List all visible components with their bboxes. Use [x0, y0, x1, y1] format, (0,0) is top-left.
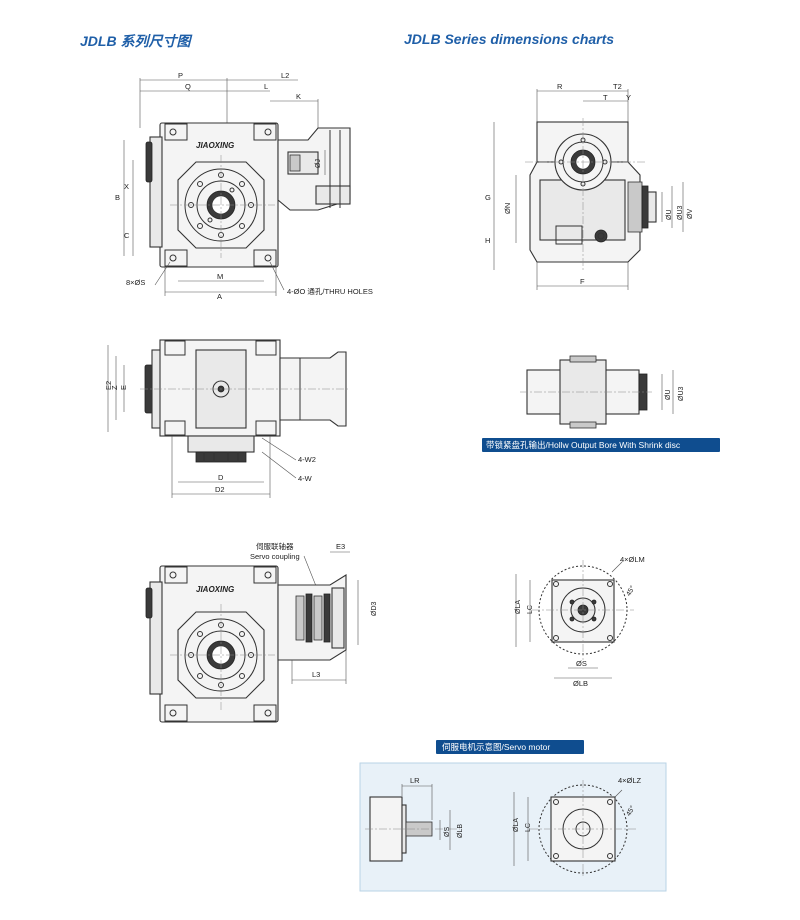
dim-W2: 4-W2 [298, 455, 316, 464]
dim-T: T [603, 93, 608, 102]
servo-coupling-view: 伺服联轴器 Servo coupling E3 JIAOXING [145, 541, 378, 723]
brand-logo-front: JIAOXING [196, 141, 234, 150]
banner-servo-motor-text: 伺服电机示意图/Servo motor [442, 742, 550, 752]
dim-Z: Z [110, 385, 119, 390]
dim-LM: 4×ØLM [620, 555, 645, 564]
dim-G: G [485, 193, 491, 202]
dim-H: H [485, 236, 490, 245]
dim-R: R [557, 82, 563, 91]
dim-K: K [296, 92, 301, 101]
dim-LC-motor: LC [525, 823, 532, 832]
dim-L2: L2 [281, 71, 289, 80]
dim-S-holes: 8×ØS [126, 278, 145, 287]
dim-J: ØJ [315, 159, 322, 168]
dim-U-hollow: ØU [665, 390, 672, 401]
dim-V-side: ØV [687, 209, 694, 219]
dim-L3: L3 [312, 670, 320, 679]
coupling-label-en: Servo coupling [250, 552, 300, 561]
dim-E3: E3 [336, 542, 345, 551]
flange-view: 4×ØLM 45° ØLA LC ØS ØLB [515, 555, 645, 688]
dim-D2: D2 [215, 485, 225, 494]
side-view: R T2 T Y G ØN H ØU ØU3 ØV [485, 82, 694, 290]
dim-angle-flange: 45° [625, 584, 637, 597]
heading-right: JDLB Series dimensions charts [404, 31, 615, 47]
front-view: P L2 Q L K B X C JIAOXING [115, 71, 373, 301]
dim-E2: E2 [104, 381, 113, 390]
banner-servo-motor: 伺服电机示意图/Servo motor [436, 740, 584, 754]
servo-motor-panel: LR ØS ØLB 4×ØLZ 45° ØLA LC [359, 762, 667, 892]
dim-LR-motor: LR [410, 776, 420, 785]
banner-hollow-output: 带锁紧盘孔输出/Hollw Output Bore With Shrink di… [482, 438, 720, 452]
dim-LC-flange: LC [527, 605, 534, 614]
heading-left: JDLB 系列尺寸图 [80, 33, 191, 49]
dim-N: ØN [503, 203, 512, 214]
dim-D3: ØD3 [371, 602, 378, 617]
dim-W: 4-W [298, 474, 313, 483]
dim-A: A [217, 292, 222, 301]
dim-LA-flange: ØLA [515, 600, 522, 614]
dim-S-flange: ØS [576, 659, 587, 668]
dim-LB-motor: ØLB [457, 824, 464, 838]
dim-U3-side: ØU3 [677, 206, 684, 221]
brand-logo-coupling: JIAOXING [196, 585, 234, 594]
top-view: E2 Z E 4-W2 4-W D D2 [104, 339, 350, 498]
dim-LZ-motor: 4×ØLZ [618, 776, 642, 785]
dim-T2: T2 [613, 82, 622, 91]
dim-O-thru-holes: 4-ØO 通孔/THRU HOLES [287, 286, 373, 296]
banner-hollow-text: 带锁紧盘孔输出/Hollw Output Bore With Shrink di… [486, 440, 681, 450]
coupling-label-cn: 伺服联轴器 [256, 541, 294, 551]
dim-U3-hollow: ØU3 [678, 387, 685, 402]
dim-LB-flange: ØLB [573, 679, 588, 688]
dim-L: L [264, 82, 268, 91]
dim-B: B [115, 193, 120, 202]
dim-X: X [124, 182, 129, 191]
dim-U-side: ØU [666, 210, 673, 221]
dim-Y: Y [626, 93, 631, 102]
dim-Q: Q [185, 82, 191, 91]
hollow-bore-view: ØU ØU3 [520, 355, 685, 429]
dim-F: F [580, 277, 585, 286]
dim-LA-motor: ØLA [513, 818, 520, 832]
dim-M: M [217, 272, 223, 281]
dim-E: E [119, 385, 128, 390]
dim-C: C [124, 231, 130, 240]
dim-S-motor: ØS [444, 827, 451, 837]
dim-P: P [178, 71, 183, 80]
dim-D: D [218, 473, 224, 482]
